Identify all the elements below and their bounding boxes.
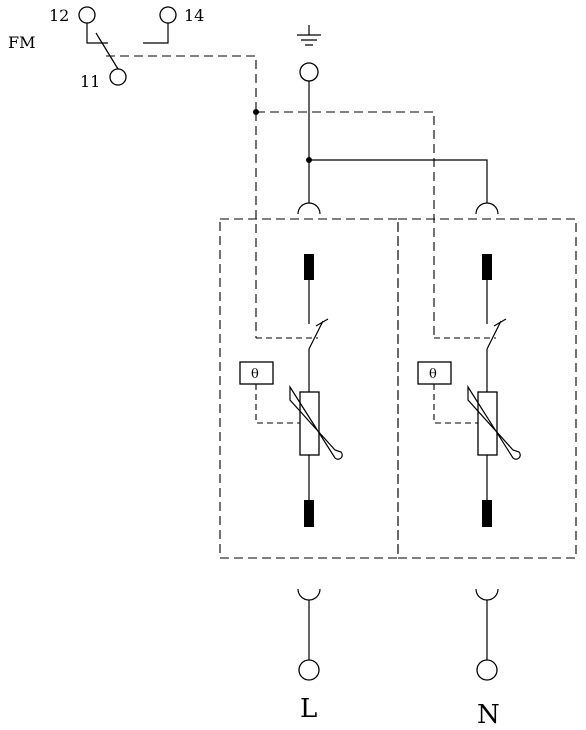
contact-12-terminal xyxy=(78,6,96,24)
module-left-enclosure xyxy=(219,218,399,559)
varistor-slash-right xyxy=(467,384,521,460)
module-right: θ xyxy=(417,254,521,527)
varistor-slash-left xyxy=(289,384,343,460)
fm-mechanical-link xyxy=(106,55,257,112)
module-right-enclosure xyxy=(397,218,577,559)
contact-14-terminal xyxy=(159,6,177,24)
contact-block-top-left xyxy=(304,254,314,280)
contact-block-top-right xyxy=(482,254,492,280)
sensor-link-left xyxy=(255,384,300,424)
l-terminal-label: L xyxy=(300,694,317,724)
contact-12-label: 12 xyxy=(49,6,69,25)
contact-block-bottom-left xyxy=(304,500,314,527)
fm-contact: FM 12 14 11 xyxy=(8,6,257,112)
contact-blade xyxy=(95,32,119,70)
module-left: θ xyxy=(239,254,343,527)
contact-12-lead xyxy=(86,23,108,44)
contact-14-lead xyxy=(143,23,169,44)
socket-bottom-left xyxy=(297,588,321,601)
thermal-disconnect-left xyxy=(308,318,329,350)
n-terminal xyxy=(476,659,498,681)
l-terminal xyxy=(298,659,320,681)
contact-block-bottom-right xyxy=(482,500,492,527)
fm-label: FM xyxy=(8,33,35,52)
socket-bottom-right xyxy=(475,588,499,601)
sensor-link-right xyxy=(433,384,478,424)
pe-branch-wire xyxy=(309,159,488,203)
thermal-symbol-right: θ xyxy=(429,367,437,382)
n-terminal-label: N xyxy=(477,700,500,730)
link-to-right-module xyxy=(256,111,435,338)
contact-14-label: 14 xyxy=(184,6,204,25)
contact-11-label: 11 xyxy=(80,72,100,91)
varistor-right xyxy=(477,391,498,456)
contact-11-terminal xyxy=(109,68,127,86)
thermal-disconnect-right xyxy=(486,318,507,350)
thermal-symbol-left: θ xyxy=(251,367,259,382)
pe-terminal xyxy=(299,62,319,82)
ground-icon xyxy=(297,34,321,46)
socket-top-left xyxy=(297,202,321,215)
socket-top-right xyxy=(475,202,499,215)
earth-terminal xyxy=(297,25,488,203)
varistor-left xyxy=(299,391,320,456)
